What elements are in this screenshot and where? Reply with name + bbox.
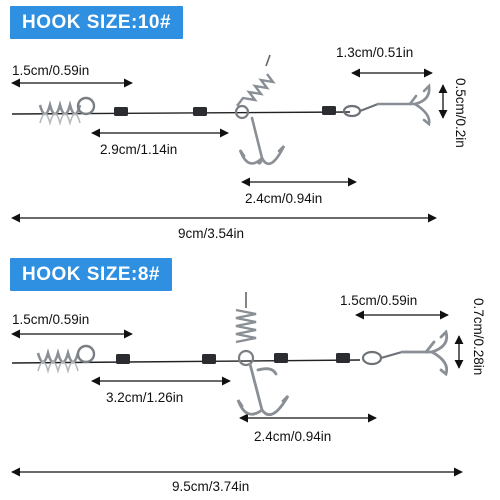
treble-hook-icon (238, 116, 286, 166)
swivel-icon (342, 104, 362, 118)
hook-size-badge: HOOK SIZE:8# (10, 258, 172, 291)
screw-icon (36, 348, 80, 374)
ring-icon (76, 344, 96, 364)
screw-length-label: 1.5cm/0.59in (12, 312, 90, 327)
hook-gap-label: 0.7cm/0.28in (471, 298, 486, 376)
first-segment-label: 2.9cm/1.14in (100, 142, 178, 157)
leader-wire (11, 111, 351, 115)
crimp-sleeve-icon (114, 107, 128, 116)
rig-panel-hook-size-8: HOOK SIZE:8# (0, 250, 500, 500)
ring-icon (76, 96, 96, 116)
hook-size-badge: HOOK SIZE:10# (10, 6, 184, 39)
rig-illustration (11, 54, 448, 223)
screw-icon (38, 100, 82, 126)
crimp-sleeve-icon (193, 107, 207, 116)
second-segment-label: 2.4cm/0.94in (245, 191, 323, 206)
hook-width-label: 1.3cm/0.51in (336, 45, 414, 60)
end-treble-hook-icon (376, 83, 431, 127)
end-treble-hook-icon (400, 329, 449, 377)
screw-length-label: 1.5cm/0.59in (12, 63, 90, 78)
crimp-sleeve-icon (274, 353, 288, 363)
second-segment-label: 2.4cm/0.94in (254, 429, 332, 444)
total-length-label: 9.5cm/3.74in (172, 479, 250, 494)
hook-width-label: 1.5cm/0.59in (340, 293, 418, 308)
swivel-icon (361, 350, 383, 366)
rig-illustration (11, 292, 464, 477)
crimp-sleeve-icon (202, 354, 216, 364)
first-segment-label: 3.2cm/1.26in (106, 390, 184, 405)
center-screw-icon (236, 54, 276, 107)
ring-icon (237, 349, 255, 367)
ring-icon (234, 104, 250, 120)
treble-hook-icon (236, 362, 290, 416)
center-screw-icon (235, 292, 257, 344)
crimp-sleeve-icon (336, 353, 350, 363)
hook-gap-label: 0.5cm/0.2in (453, 78, 468, 148)
crimp-sleeve-icon (322, 106, 336, 115)
rig-panel-hook-size-10: HOOK SIZE:10# (10, 6, 468, 241)
crimp-sleeve-icon (116, 354, 130, 364)
leader-wire (11, 359, 361, 364)
total-length-label: 9cm/3.54in (178, 226, 245, 241)
